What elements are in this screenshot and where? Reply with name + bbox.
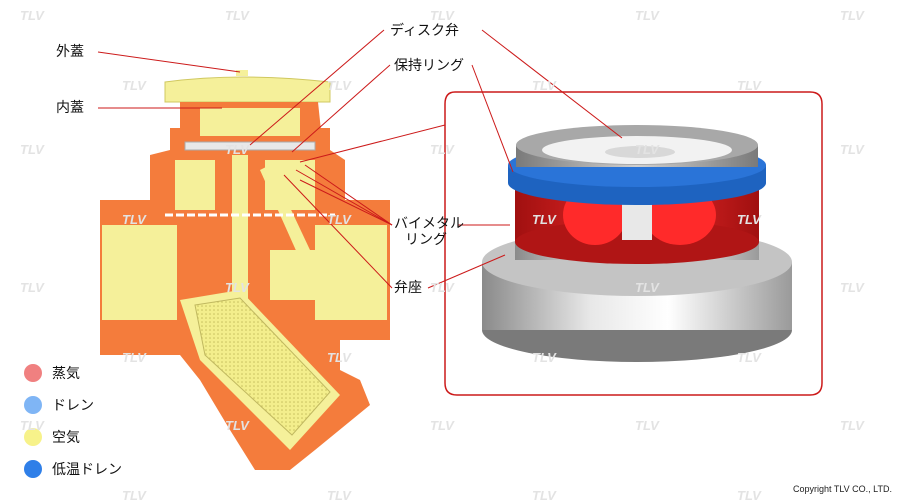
watermark-text: TLV: [635, 280, 659, 295]
label-outer-cover: 外蓋: [56, 44, 84, 60]
legend-item: ドレン: [24, 392, 122, 418]
watermark-text: TLV: [635, 418, 659, 433]
watermark-text: TLV: [532, 350, 556, 365]
watermark-text: TLV: [225, 280, 249, 295]
watermark-text: TLV: [737, 488, 761, 503]
watermark-text: TLV: [20, 8, 44, 23]
watermark-text: TLV: [122, 488, 146, 503]
leader-outer-cover: [98, 52, 240, 72]
legend-item: 蒸気: [24, 360, 122, 386]
watermark-text: TLV: [635, 142, 659, 157]
watermark-text: TLV: [737, 78, 761, 93]
outer-cover-nub: [236, 70, 248, 76]
watermark-text: TLV: [327, 78, 351, 93]
watermark-text: TLV: [532, 212, 556, 227]
watermark-text: TLV: [122, 350, 146, 365]
label-bimetal-ring: バイメタル リング: [394, 216, 458, 248]
watermark-text: TLV: [430, 8, 454, 23]
legend-item: 低温ドレン: [24, 456, 122, 482]
legend-label: 蒸気: [52, 363, 80, 383]
chamber-left: [175, 160, 215, 210]
watermark-text: TLV: [737, 350, 761, 365]
valve-3d-detail: [482, 125, 792, 362]
watermark-text: TLV: [20, 280, 44, 295]
outer-cover: [165, 77, 330, 102]
label-valve-seat: 弁座: [394, 280, 422, 296]
watermark-text: TLV: [225, 418, 249, 433]
watermark-text: TLV: [430, 418, 454, 433]
watermark-text: TLV: [225, 8, 249, 23]
legend-swatch: [24, 364, 42, 382]
label-bimetal-line2: リング: [394, 232, 458, 248]
watermark-text: TLV: [327, 350, 351, 365]
label-inner-cover: 内蓋: [56, 100, 84, 116]
watermark-text: TLV: [532, 78, 556, 93]
watermark-text: TLV: [327, 212, 351, 227]
label-bimetal-line1: バイメタル: [394, 216, 458, 232]
watermark-text: TLV: [327, 488, 351, 503]
lower-channel: [270, 250, 315, 300]
watermark-text: TLV: [737, 212, 761, 227]
legend-label: 低温ドレン: [52, 459, 122, 479]
watermark-text: TLV: [532, 488, 556, 503]
legend-swatch: [24, 396, 42, 414]
watermark-text: TLV: [635, 8, 659, 23]
outlet-passage: [315, 225, 387, 320]
trap-cross-section: [100, 70, 390, 470]
watermark-text: TLV: [122, 78, 146, 93]
leader-ring-right: [472, 65, 513, 172]
label-disc: ディスク弁: [390, 23, 459, 39]
inlet-passage: [102, 225, 177, 320]
watermark-text: TLV: [840, 418, 864, 433]
watermark-text: TLV: [840, 142, 864, 157]
inner-chamber: [200, 108, 300, 136]
watermark-text: TLV: [20, 142, 44, 157]
watermark-text: TLV: [430, 280, 454, 295]
watermark-text: TLV: [20, 418, 44, 433]
legend-swatch: [24, 460, 42, 478]
watermark-text: TLV: [225, 142, 249, 157]
watermark-text: TLV: [840, 8, 864, 23]
watermark-text: TLV: [122, 212, 146, 227]
watermark-text: TLV: [430, 142, 454, 157]
legend-label: ドレン: [52, 395, 94, 415]
watermark-text: TLV: [840, 280, 864, 295]
label-retaining-ring: 保持リング: [394, 58, 464, 74]
legend-label: 空気: [52, 427, 80, 447]
copyright: Copyright TLV CO., LTD.: [793, 484, 892, 494]
